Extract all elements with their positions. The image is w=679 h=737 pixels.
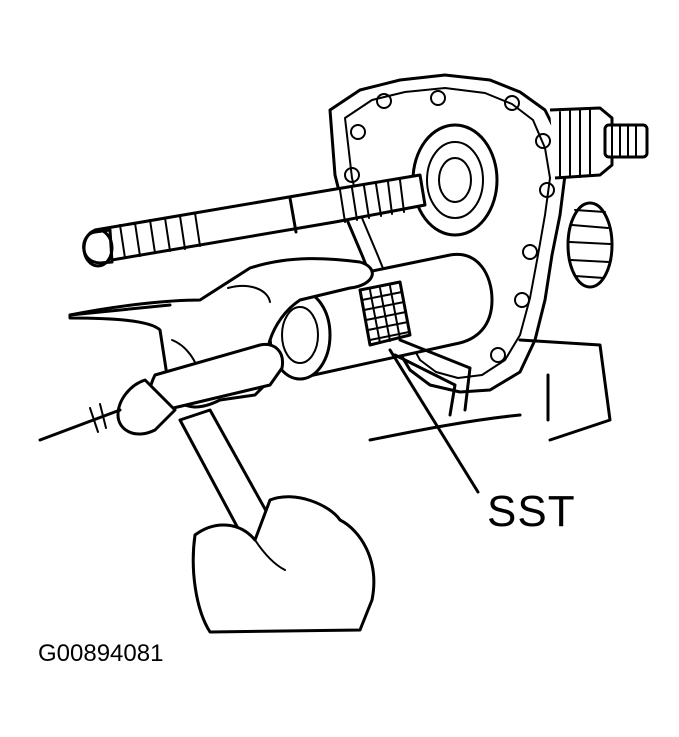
lower-hand — [191, 495, 376, 634]
bench — [68, 303, 522, 442]
rear-gear-assembly — [549, 106, 649, 289]
hand — [68, 257, 374, 409]
hammer — [38, 342, 287, 562]
callout-leader-line — [388, 348, 480, 494]
knurled-band — [358, 280, 412, 347]
support-block — [393, 338, 612, 442]
figure-code: G00894081 — [38, 640, 164, 667]
input-shaft — [82, 173, 427, 268]
callout-label-sst: SST — [487, 487, 576, 536]
